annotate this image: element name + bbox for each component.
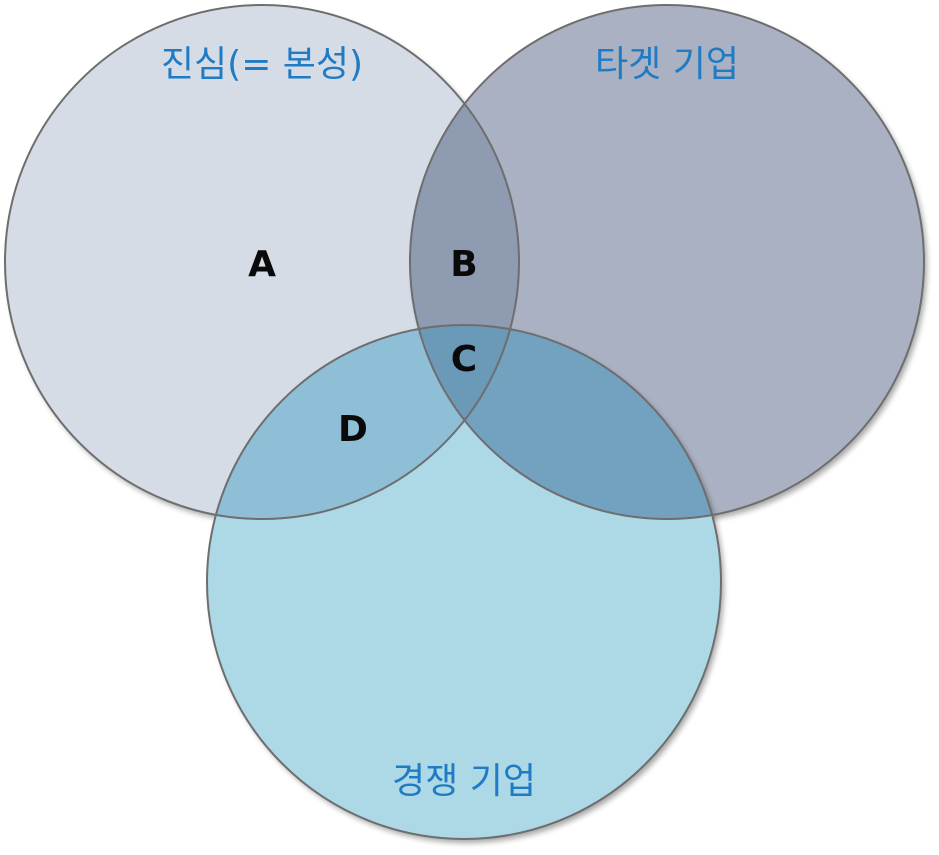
sincerity-outline xyxy=(4,4,520,520)
competitor-title: 경쟁 기업 xyxy=(392,761,536,802)
overlap-target-competitor xyxy=(410,325,721,519)
target-outline xyxy=(409,4,925,520)
overlap-sincerity-competitor xyxy=(207,325,519,519)
sincerity-title: 진심(= 본성) xyxy=(161,44,363,85)
region-label-c: C xyxy=(451,339,477,380)
region-label-b: B xyxy=(450,244,477,285)
region-label-a: A xyxy=(248,244,276,285)
competitor-outline xyxy=(206,324,722,840)
region-label-d: D xyxy=(338,409,368,450)
target-title: 타겟 기업 xyxy=(595,44,739,85)
